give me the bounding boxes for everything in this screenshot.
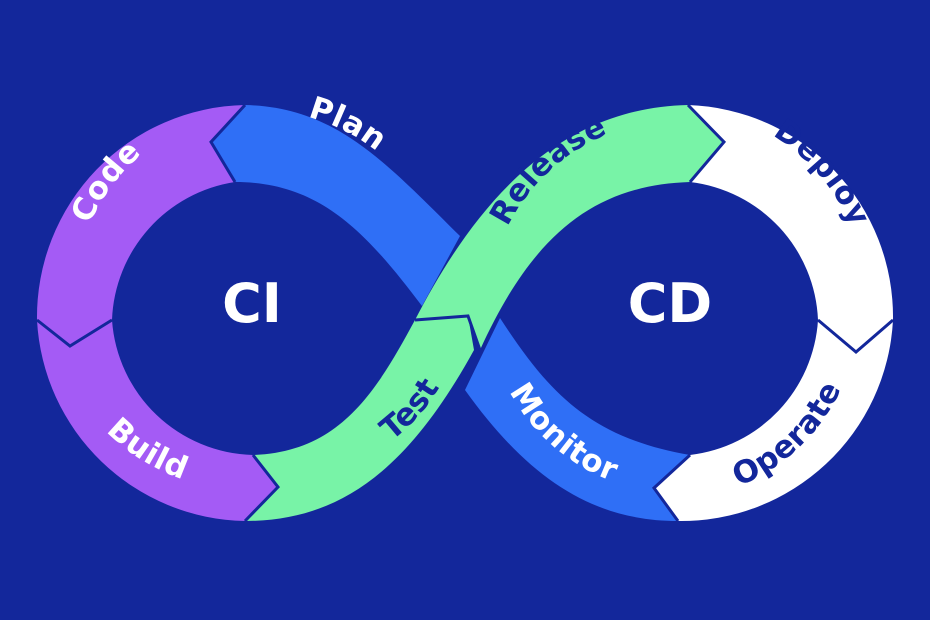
stage-band-build[interactable] xyxy=(37,320,278,521)
stage-band-deploy[interactable] xyxy=(688,105,894,352)
separator-plan-code xyxy=(209,103,247,183)
stage-band-release[interactable] xyxy=(415,105,724,350)
separator-code-build xyxy=(36,318,113,348)
separator-test-release xyxy=(414,314,482,351)
separator-operate-monitor xyxy=(651,453,692,522)
separator-deploy-operate xyxy=(817,318,894,354)
loop-label-ci: CI xyxy=(222,272,282,335)
separator-release-deploy xyxy=(686,103,727,183)
stage-separators xyxy=(36,103,894,523)
separator-build-test xyxy=(243,454,280,523)
stage-band-test[interactable] xyxy=(245,316,474,521)
stage-band-code[interactable] xyxy=(36,105,245,346)
stage-band-operate[interactable] xyxy=(654,320,893,522)
loop-label-cd: CD xyxy=(628,272,712,335)
stage-band-monitor[interactable] xyxy=(465,318,690,521)
stage-band-plan[interactable] xyxy=(211,105,460,306)
